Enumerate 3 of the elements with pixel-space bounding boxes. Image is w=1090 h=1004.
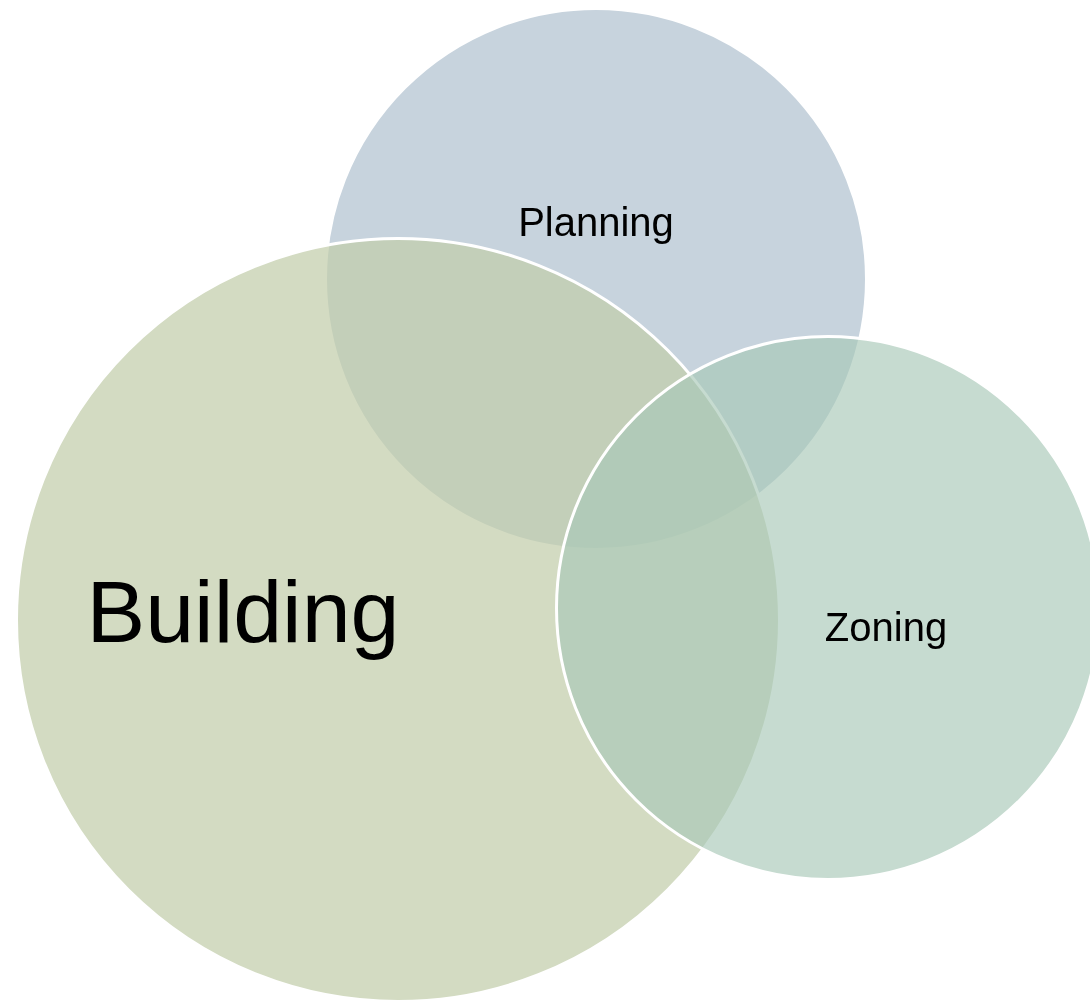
circle-label: Building <box>86 561 400 663</box>
circle-label: Zoning <box>824 604 948 650</box>
circle-label: Planning <box>518 199 674 245</box>
